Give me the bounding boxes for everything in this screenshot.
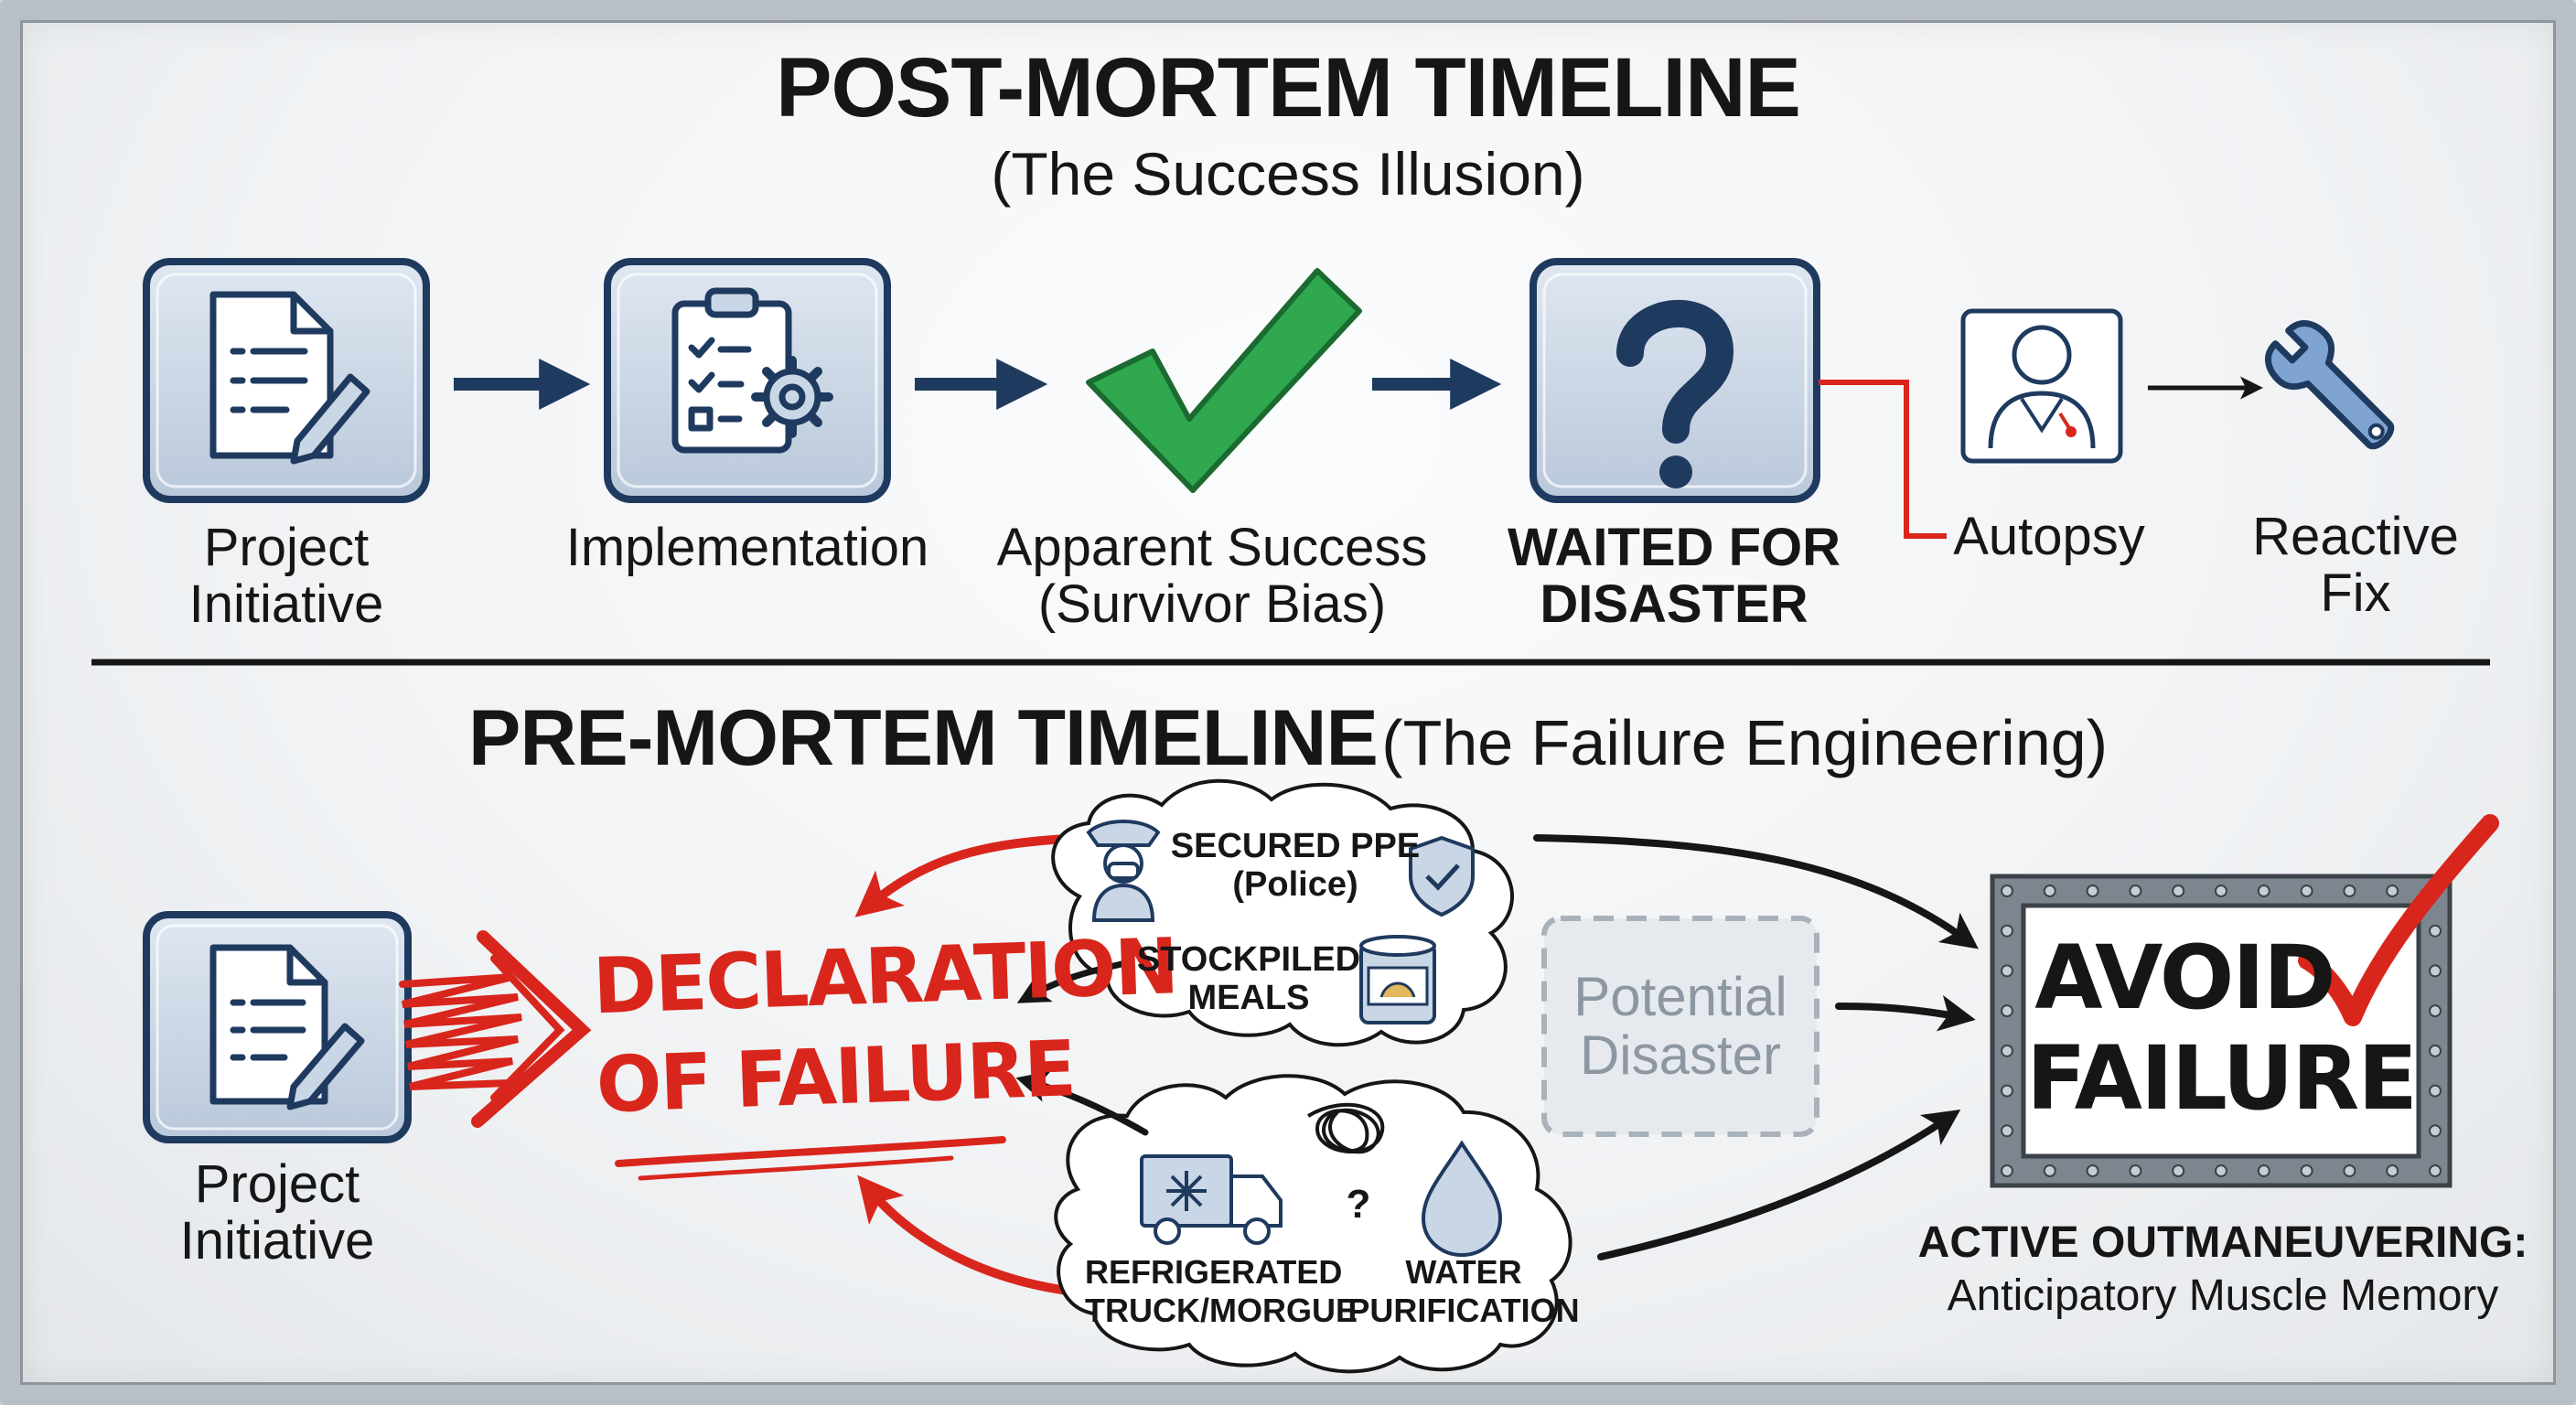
post-mortem-title: POST-MORTEM TIMELINE — [776, 41, 1801, 134]
frame-rivet — [2129, 1164, 2142, 1177]
red-connector-line — [1819, 380, 1947, 539]
step-label-apparent-success: Apparent Success(Survivor Bias) — [996, 518, 1428, 634]
police-officer-icon — [1086, 820, 1161, 922]
frame-rivet — [2429, 1124, 2442, 1138]
black-arrow-to-avoid-top — [1533, 834, 1979, 949]
frame-rivet — [2429, 1084, 2442, 1098]
step-label-autopsy: Autopsy — [1953, 507, 2145, 566]
frame-rivet — [2257, 885, 2270, 897]
frame-rivet — [2429, 1044, 2442, 1057]
clipboard-gear-icon — [671, 287, 833, 454]
frame-rivet — [2043, 1164, 2056, 1177]
frame-rivet — [2001, 924, 2013, 938]
frame-rivet — [2215, 885, 2227, 897]
black-arrow-bottom-left — [1015, 1070, 1149, 1136]
doctor-icon — [1960, 308, 2123, 464]
wrench-icon — [2265, 320, 2395, 450]
frame-rivet — [2001, 1044, 2013, 1057]
frame-rivet — [2386, 1164, 2399, 1177]
frame-rivet — [2257, 1164, 2270, 1177]
frame-rivet — [2001, 1004, 2013, 1018]
frame-rivet — [2172, 1164, 2185, 1177]
frame-rivet — [2429, 1004, 2442, 1018]
question-mark-icon — [1616, 299, 1734, 488]
frame-rivet — [2001, 885, 2013, 897]
frame-rivet — [2429, 1164, 2442, 1177]
frame-rivet — [2129, 885, 2142, 897]
post-mortem-subtitle: (The Success Illusion) — [991, 140, 1585, 208]
tangle-question-mark: ? — [1346, 1182, 1371, 1227]
canned-food-icon — [1359, 935, 1436, 1024]
frame-rivet — [2215, 1164, 2227, 1177]
tangle-scribble-icon — [1306, 1102, 1385, 1154]
red-checkmark-icon — [2298, 814, 2499, 1026]
frame-rivet — [2429, 964, 2442, 978]
red-arrow-bottom — [857, 1174, 1079, 1296]
frame-rivet — [2086, 885, 2099, 897]
pre-mortem-title: PRE-MORTEM TIMELINE — [467, 694, 1379, 782]
green-checkmark-icon — [1086, 268, 1362, 493]
frame-rivet — [2001, 1124, 2013, 1138]
pre-mortem-heading: PRE-MORTEM TIMELINE (The Failure Enginee… — [0, 693, 2576, 784]
frame-rivet — [2001, 1164, 2013, 1177]
frame-rivet — [2300, 1164, 2313, 1177]
black-arrow-to-avoid-bottom — [1597, 1110, 1961, 1260]
frame-rivet — [2001, 964, 2013, 978]
step-label-implementation: Implementation — [565, 518, 929, 577]
frame-rivet — [2172, 885, 2185, 897]
red-arrow-top — [854, 833, 1093, 917]
secured-ppe-label: SECURED PPE(Police) — [1170, 827, 1421, 904]
black-arrow-top-left — [1016, 960, 1125, 1003]
potential-disaster-box — [1541, 916, 1819, 1137]
document-pen-icon-2 — [209, 944, 365, 1110]
avoid-failure-frame — [1990, 874, 2453, 1188]
active-outmaneuvering-label: ACTIVE OUTMANEUVERING: Anticipatory Musc… — [1917, 1218, 2528, 1320]
frame-rivet — [2343, 885, 2356, 897]
black-arrow-to-avoid-mid — [1835, 995, 1976, 1032]
frame-rivet — [2429, 924, 2442, 938]
pre-mortem-subtitle: (The Failure Engineering) — [1381, 707, 2109, 778]
frame-rivet — [2343, 1164, 2356, 1177]
frame-rivet — [2086, 1164, 2099, 1177]
declaration-underline — [615, 1136, 1006, 1181]
refrigerated-truck-icon — [1140, 1154, 1283, 1245]
document-pen-icon — [209, 291, 370, 465]
red-scribble-arrow — [399, 930, 592, 1128]
water-drop-icon — [1421, 1140, 1503, 1258]
frame-rivet — [2386, 885, 2399, 897]
cloud-bottom — [1054, 1074, 1572, 1374]
frame-rivet — [2001, 1084, 2013, 1098]
frame-rivet — [2043, 885, 2056, 897]
shield-check-icon — [1409, 835, 1475, 917]
frame-rivet — [2300, 885, 2313, 897]
